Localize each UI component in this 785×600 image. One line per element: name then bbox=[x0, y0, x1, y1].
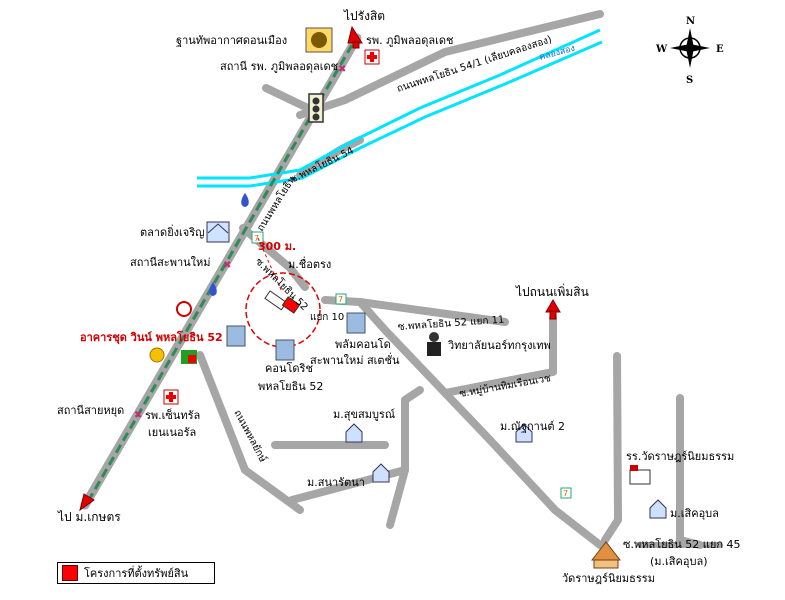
label-radius: 300 ม. bbox=[258, 240, 296, 253]
label-rangsit: ไปรังสิต bbox=[343, 9, 385, 23]
hospital-central-icon bbox=[163, 389, 179, 405]
compass-e: E bbox=[716, 44, 724, 55]
label-phalm-2: สะพานใหม่ สเตชั่น bbox=[310, 352, 400, 367]
label-road-yaek10: แยก 10 bbox=[310, 312, 344, 323]
arrow-kaset-icon bbox=[79, 493, 95, 512]
label-road-soi-ban: ซ.หมู่บ้านทิมเรือนเวช bbox=[458, 372, 551, 400]
svg-text:✖: ✖ bbox=[338, 64, 346, 75]
label-project: อาคารชุด วินน์ พหลโยธิน 52 bbox=[80, 330, 223, 345]
label-market: ตลาดยิ่งเจริญ bbox=[140, 224, 205, 239]
convenience-store-icon: 7 7 7 bbox=[251, 231, 572, 499]
label-college: วิทยาลัยนอร์ทกรุงเทพ bbox=[447, 339, 551, 352]
label-school: รร.วัดราษฎร์นิยมธรรม bbox=[626, 450, 734, 463]
radar-icon bbox=[305, 27, 333, 53]
village-icon bbox=[345, 423, 667, 519]
label-mor-chuetrong: ม.ชื่อตรง bbox=[288, 256, 331, 271]
label-soi45-1: ซ.พหลโยธิน 52 แยก 45 bbox=[623, 537, 740, 551]
market-icon bbox=[206, 221, 230, 243]
compass-icon: N S E W bbox=[655, 16, 724, 86]
label-saphan-mai-station: สถานีสะพานใหม่ bbox=[130, 256, 211, 269]
college-icon bbox=[427, 332, 441, 356]
label-kaset: ไป ม.เกษตร bbox=[57, 510, 121, 524]
school-icon bbox=[629, 465, 651, 485]
label-central-2: เยนเนอรัล bbox=[148, 426, 196, 439]
canal bbox=[197, 28, 603, 188]
label-suksomboon: ม.สุขสมบูรณ์ bbox=[333, 408, 395, 421]
svg-text:✖: ✖ bbox=[223, 260, 231, 271]
label-serm-kun: ม.เสิคอุบล bbox=[670, 507, 719, 520]
fuel-station-icon bbox=[209, 193, 249, 296]
label-radar: ฐานทัพอากาศดอนเมือง bbox=[176, 34, 287, 47]
project-building-icon bbox=[264, 290, 301, 314]
station-icon: ✖ ✖ ✖ bbox=[134, 64, 346, 421]
compass-n: N bbox=[686, 16, 695, 27]
temple-icon bbox=[590, 541, 622, 569]
label-condo-rich-2: พหลโยธิน 52 bbox=[258, 379, 323, 393]
label-sanarat: ม.สนารัตนา bbox=[307, 476, 365, 489]
label-phalm-1: พลัมคอนโด bbox=[335, 337, 391, 351]
arrow-perm-sin-icon bbox=[545, 299, 561, 320]
legend-swatch bbox=[62, 565, 78, 581]
label-perm-sin: ไปถนนเพิ่มสิน bbox=[515, 283, 589, 299]
label-condo-rich-1: คอนโดริช bbox=[265, 361, 313, 375]
legend: โครงการที่ตั้งทรัพย์สิน bbox=[57, 562, 215, 584]
label-chalathan: ม.ณัฐกานต์ 2 bbox=[500, 420, 565, 433]
arrow-rangsit-icon bbox=[347, 25, 363, 49]
label-temple: วัดราษฎร์นิยมธรรม bbox=[562, 572, 655, 585]
label-central-1: รพ.เซ็นทรัล bbox=[145, 408, 200, 422]
bank-icon bbox=[149, 301, 197, 364]
label-soi45-2: (ม.เสิคอุบล) bbox=[650, 555, 708, 568]
traffic-light-icon bbox=[308, 93, 324, 123]
hospital-icon bbox=[364, 49, 380, 65]
svg-text:✖: ✖ bbox=[134, 410, 142, 421]
svg-text:7: 7 bbox=[563, 489, 568, 498]
legend-label: โครงการที่ตั้งทรัพย์สิน bbox=[84, 567, 189, 580]
label-bhumibol-station: สถานี รพ. ภูมิพลอดุลเดช bbox=[220, 60, 338, 73]
compass-w: W bbox=[655, 44, 668, 55]
compass-s: S bbox=[686, 75, 693, 86]
svg-text:7: 7 bbox=[338, 295, 343, 304]
label-bhumibol-hosp: รพ. ภูมิพลอดุลเดช bbox=[366, 34, 454, 47]
label-road-soi54: ซ.พหลโยธิน 54 bbox=[288, 144, 356, 186]
label-sai-yud: สถานีสายหยุด bbox=[57, 404, 124, 417]
condo-building-icon bbox=[226, 312, 366, 361]
svg-text:7: 7 bbox=[254, 234, 259, 243]
